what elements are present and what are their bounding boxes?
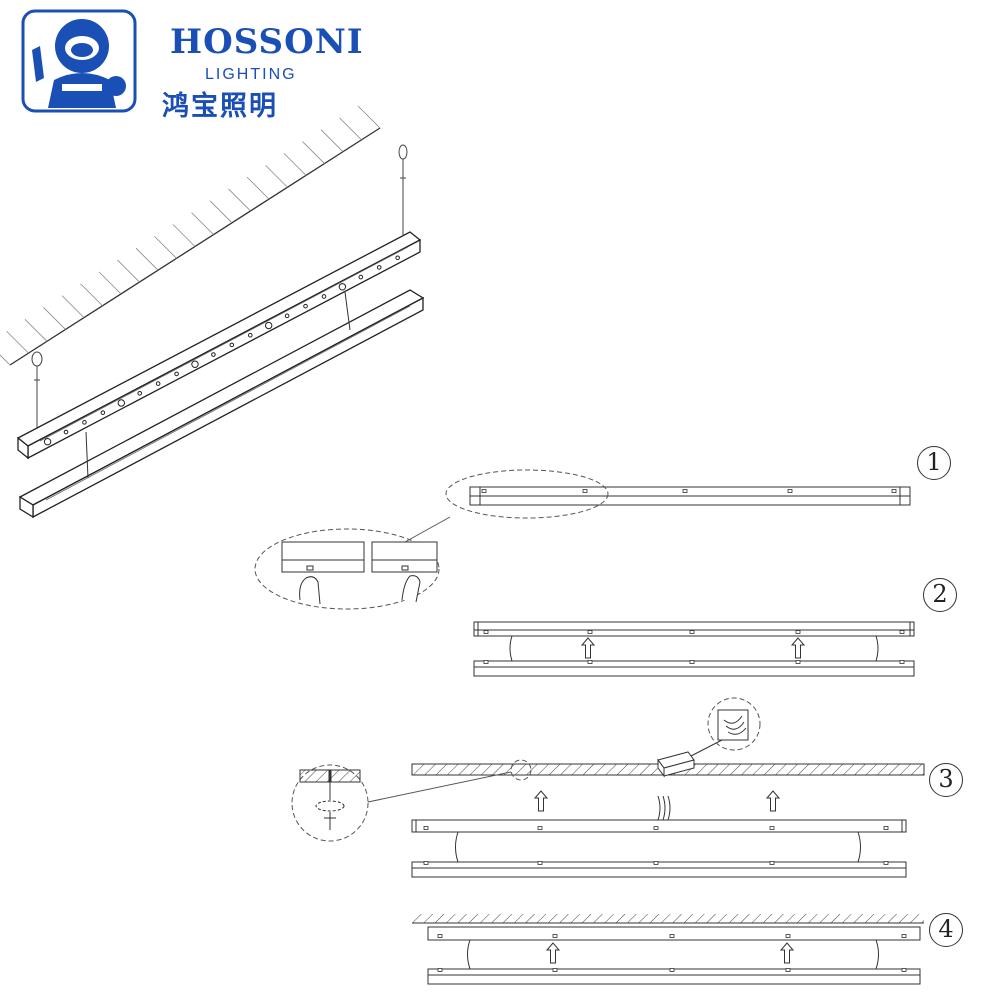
step1-zoom-detail [281,541,438,573]
up-arrow-icon [581,637,805,659]
step3-housing [411,819,907,833]
up-arrow-icon [534,790,780,812]
step-number-3: 3 [929,763,963,797]
up-arrow-icon [546,942,794,964]
step3-wires [657,795,671,821]
brand-logo: HOSSONI LIGHTING 鸿宝照明 [20,8,363,122]
step1-callout [254,469,609,610]
step4-housing [427,926,921,941]
housing-holes [43,255,400,446]
hand-icon [299,575,421,605]
lens-tray-isometric [18,289,425,519]
step2-safety-cords [509,635,879,662]
step2-housing [473,621,915,637]
step-number-4: 4 [929,913,963,947]
ceiling-line [0,105,381,366]
step-number-2: 2 [923,578,957,612]
step4-safety-cords [467,939,879,970]
step3-wiring-detail [717,709,749,741]
brand-cn: 鸿宝照明 [162,91,278,122]
safety-cords [85,291,351,479]
mascot-icon [21,9,137,113]
step3-callout-mount [291,759,532,842]
step1-fixture [469,486,911,506]
step3-tray [411,861,907,878]
step3-callout-wiring [707,697,761,751]
brand-name: HOSSONI [170,22,364,62]
junction-box-icon [657,739,723,778]
suspension-wires [31,144,408,432]
step4-ceiling [412,914,924,924]
step3-mount-detail [299,769,361,830]
step3-safety-cords [455,831,861,863]
housing-isometric [16,231,422,460]
brand-sub: LIGHTING [205,66,297,83]
step-number-1: 1 [917,446,951,480]
clip-markers [423,489,907,972]
